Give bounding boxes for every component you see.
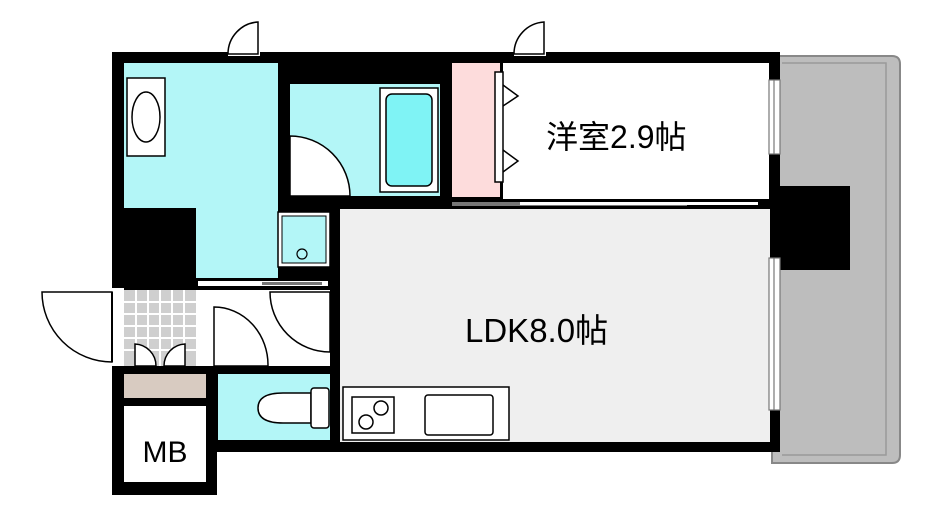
meter-box-label: MB [143,436,188,469]
bedroom-label: 洋室2.9帖 [546,119,687,155]
washbasin-icon [126,77,166,157]
bedroom-name: 洋室 [546,119,610,155]
closet-doors [494,71,520,183]
ldk-name: LDK [465,312,529,349]
corridor-floor [196,208,278,278]
shoe-cabinet-doors [134,343,186,367]
washroom-wall-block [112,208,196,286]
top-doors [227,21,546,56]
kitchen-counter [342,386,510,441]
drain-icon [296,248,308,260]
entrance-hall [124,278,331,367]
sink-icon [424,394,494,436]
bathroom [289,63,452,209]
shoe-storage [124,374,206,398]
sliding-door-track-light [520,202,758,205]
ldk-size: 8.0帖 [529,312,608,349]
toilet-room [218,374,330,440]
windows [768,79,781,411]
wall-column-right [780,186,850,270]
wet-area [112,63,290,286]
toilet-icon [257,392,312,424]
corridor-door-swing [269,291,331,353]
entrance-door [41,288,124,366]
ldk-label: LDK8.0帖 [465,312,608,349]
bedroom-floor [503,63,769,199]
bathroom-wall-top [290,63,452,84]
bathroom-wall-bottom [290,196,452,209]
washing-machine-space [277,211,331,268]
meter-box-area [124,406,206,482]
stove-icon [351,396,395,434]
toilet-door-swing [213,306,269,367]
closet-area [452,63,500,197]
bathroom-door-swing [289,135,351,197]
bedroom-size: 2.9帖 [610,119,687,155]
ldk-left-wall [330,209,340,369]
balcony-inner-edge [782,62,887,456]
